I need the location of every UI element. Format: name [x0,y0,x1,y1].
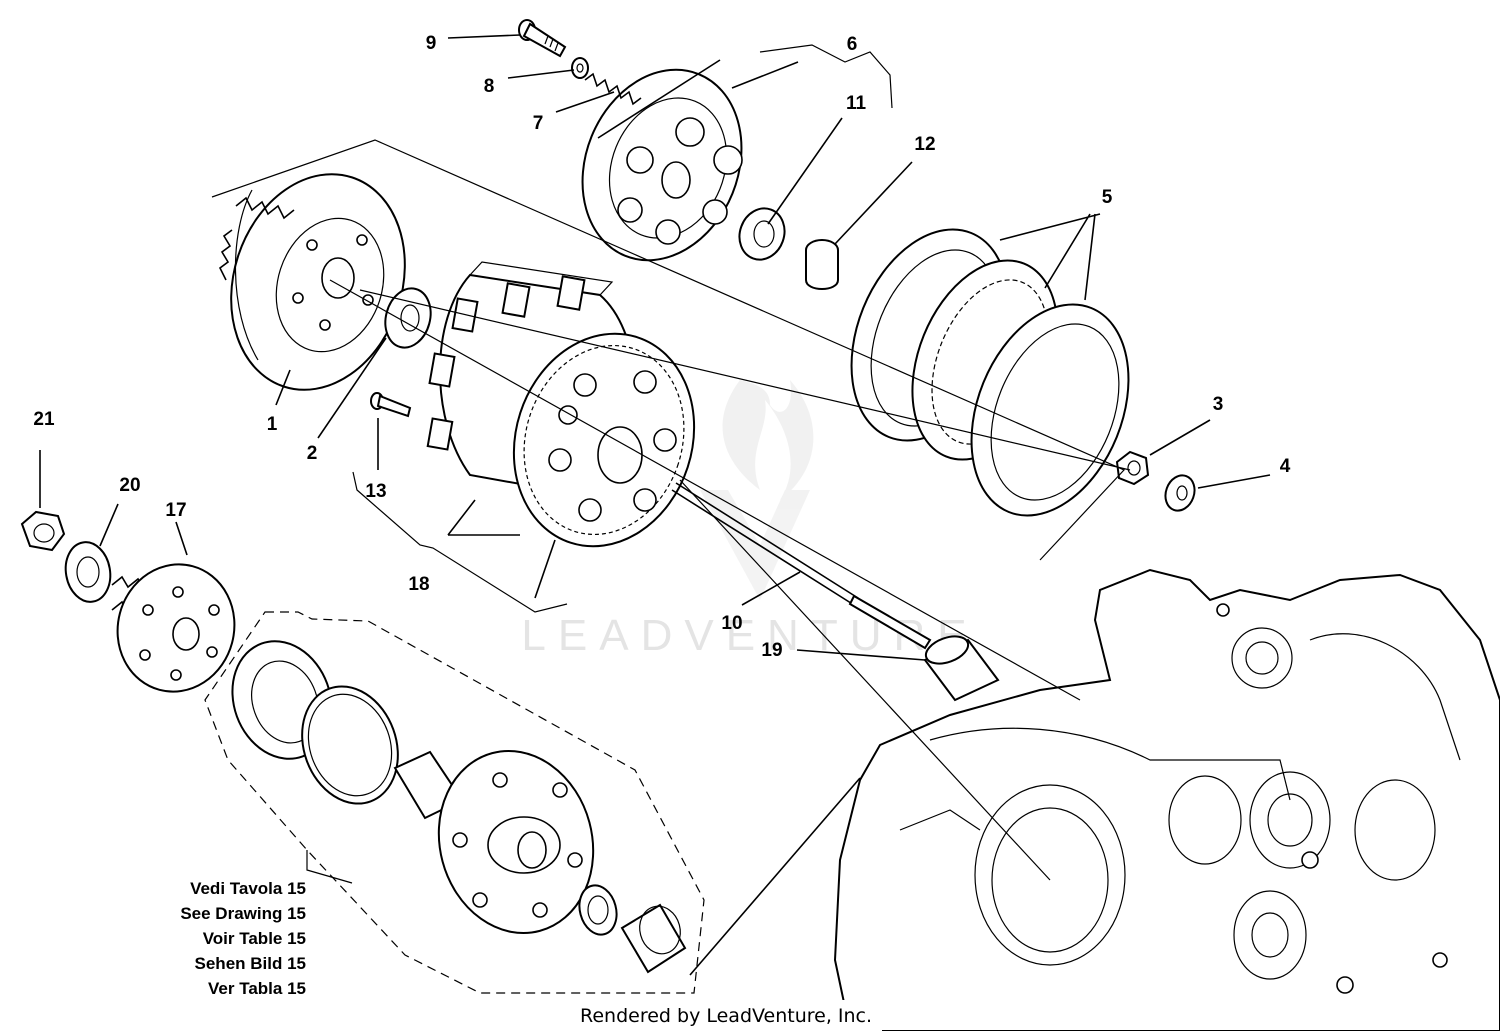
callout-8: 8 [484,76,495,97]
callout-10: 10 [721,613,742,634]
callout-20: 20 [119,475,140,496]
watermark-logo-icon [700,380,814,600]
callout-13: 13 [365,481,386,502]
callout-18: 18 [408,574,429,595]
footer-background [576,1000,882,1031]
leader-lines [39,34,1271,976]
part-11-bearing [738,207,786,261]
part-9-bolt [518,19,567,58]
part-1-clutch-hub [218,173,406,391]
bracket-reference [306,850,353,884]
reference-note-line: Voir Table 15 [203,929,306,948]
part-12-pushrod-piece [805,239,839,290]
part-5-clutch-plates [850,228,1130,517]
callout-11: 11 [846,93,867,114]
callout-17: 17 [165,500,186,521]
part-18-clutch-basket [426,261,696,548]
callout-9: 9 [426,33,437,54]
footer-credit: Rendered by LeadVenture, Inc. [580,1005,872,1027]
part-4-tab-washer [1164,474,1196,512]
callout-21: 21 [33,409,55,430]
part-17-primary-gear [111,563,236,693]
part-6-pressure-plate [581,68,743,262]
part-13-bolt [370,392,412,418]
callout-19: 19 [761,640,782,661]
part-20-washer [64,541,112,603]
callout-4: 4 [1280,456,1291,477]
callout-3: 3 [1213,394,1224,415]
part-7-spring [584,72,642,106]
part-10-push-rod [671,482,932,650]
bracket-6 [759,44,893,109]
callout-1: 1 [267,414,278,435]
bracket-18 [352,471,568,613]
callout-12: 12 [914,134,935,155]
part-21-nut [20,510,66,552]
callout-7: 7 [533,113,544,134]
callout-labels: 9 8 7 6 11 12 5 3 4 1 2 13 18 21 20 17 1… [33,33,1290,661]
starter-group-box [204,611,705,994]
bracket-1 [211,139,1126,561]
callout-5: 5 [1102,187,1113,208]
reference-note-line: Vedi Tavola 15 [190,879,306,898]
reference-note: Vedi Tavola 15 See Drawing 15 Voir Table… [180,879,306,998]
part-19-bushing [923,635,1000,702]
reference-note-line: See Drawing 15 [180,904,306,923]
part-2-lock-washer [384,287,432,349]
part-8-washer [571,57,589,79]
reference-note-line: Ver Tabla 15 [208,979,306,998]
crankcase [833,568,1500,1031]
part-3-nut [1115,450,1150,486]
callout-6: 6 [847,34,858,55]
callout-2: 2 [307,443,318,464]
reference-note-line: Sehen Bild 15 [195,954,306,973]
